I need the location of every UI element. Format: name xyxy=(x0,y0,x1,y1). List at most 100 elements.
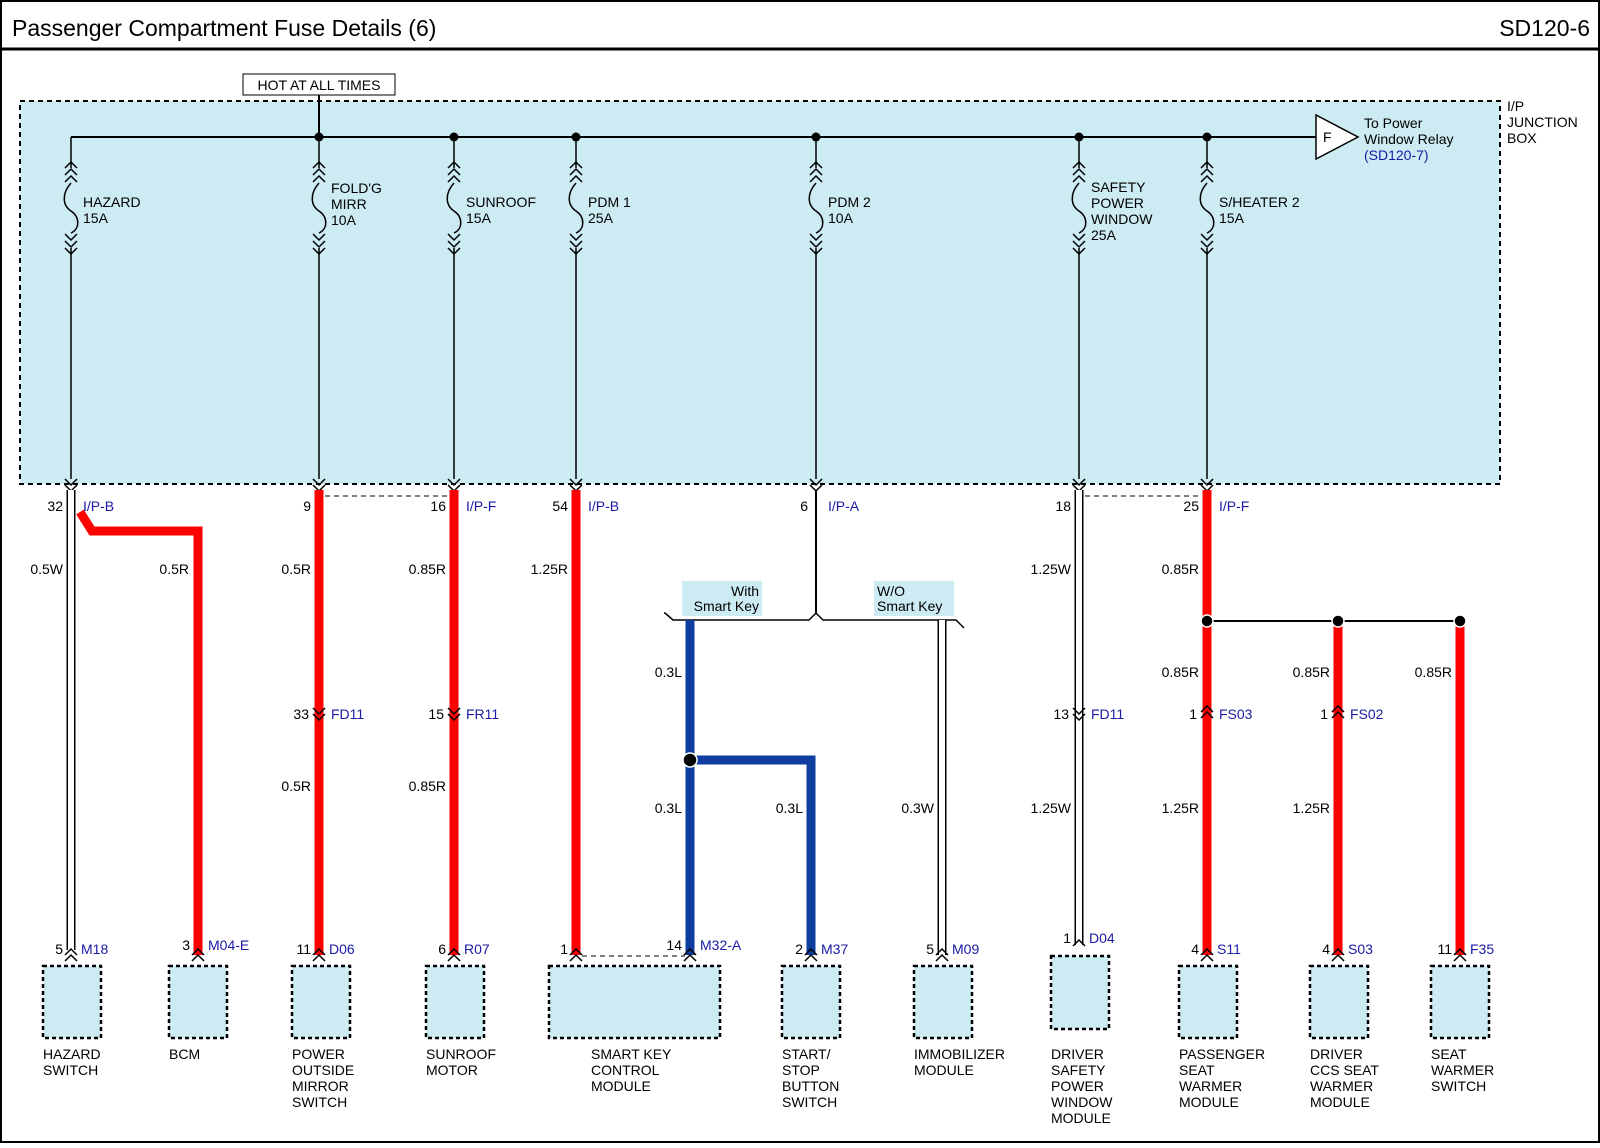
connector-chevron-icon xyxy=(569,478,583,487)
component-name: MIRROR xyxy=(292,1078,349,1094)
connector-id: M37 xyxy=(821,941,848,957)
component-box xyxy=(547,964,722,1040)
junction-box-label-1: I/P xyxy=(1507,98,1524,114)
component-name: MODULE xyxy=(1310,1094,1370,1110)
connector-chevron-icon xyxy=(809,240,823,249)
connector-id: M04-E xyxy=(208,937,249,953)
component-box xyxy=(424,964,486,1040)
pin-number: 3 xyxy=(182,937,190,953)
connector-id: I/P-F xyxy=(1219,498,1249,514)
connector-chevron-icon xyxy=(447,953,461,962)
connector-chevron-icon xyxy=(1200,233,1214,242)
fuse-label: 25A xyxy=(1091,227,1117,243)
splice-node xyxy=(1331,614,1345,628)
connector-chevron-icon xyxy=(1331,947,1345,956)
component-name: CCS SEAT xyxy=(1310,1062,1379,1078)
connector-chevron-icon xyxy=(1200,947,1214,956)
connector-chevron-icon xyxy=(64,167,78,176)
page-title: Passenger Compartment Fuse Details (6) xyxy=(12,15,436,41)
connector-chevron-icon xyxy=(1200,167,1214,176)
wire-label: 1.25W xyxy=(1031,561,1072,577)
connector-chevron-icon xyxy=(809,160,823,169)
component-name: WARMER xyxy=(1431,1062,1494,1078)
connector-chevron-icon xyxy=(191,953,205,962)
connector-chevron-icon xyxy=(1072,478,1086,487)
connector-chevron-icon xyxy=(312,240,326,249)
wire-label: 0.85R xyxy=(1293,664,1330,680)
pin-number: 1 xyxy=(1063,930,1071,946)
connector-id: S11 xyxy=(1217,941,1241,957)
connector-chevron-icon xyxy=(569,947,583,956)
connector-chevron-icon xyxy=(569,233,583,242)
wire-label: 0.3L xyxy=(655,800,682,816)
relay-letter: F xyxy=(1323,129,1332,145)
connector-chevron-icon xyxy=(1200,704,1214,713)
fuse-label: 15A xyxy=(466,210,492,226)
connector-chevron-icon xyxy=(64,174,78,183)
connector-chevron-icon xyxy=(1331,953,1345,962)
component-name: SWITCH xyxy=(782,1094,837,1110)
component-name: MODULE xyxy=(1179,1094,1239,1110)
splice-node xyxy=(1453,614,1467,628)
component-name: MODULE xyxy=(1051,1110,1111,1126)
connector-id: FD11 xyxy=(331,706,364,722)
fuse-label: WINDOW xyxy=(1091,211,1153,227)
pin-number: 54 xyxy=(552,498,568,514)
component-box xyxy=(41,964,103,1040)
component-name: WARMER xyxy=(1179,1078,1242,1094)
component-name: MODULE xyxy=(591,1078,651,1094)
fuse-label: POWER xyxy=(1091,195,1144,211)
fuse-label: S/HEATER 2 xyxy=(1219,194,1300,210)
component-name: MOTOR xyxy=(426,1062,478,1078)
pin-number: 11 xyxy=(296,941,311,957)
pin-number: 5 xyxy=(926,941,934,957)
splice-node xyxy=(682,752,698,768)
fuse-label: 25A xyxy=(588,210,614,226)
wire-label: 0.3L xyxy=(776,800,803,816)
fuse-label: 10A xyxy=(331,212,357,228)
connector-chevron-icon xyxy=(312,233,326,242)
component-name: IMMOBILIZER xyxy=(914,1046,1005,1062)
connector-chevron-icon xyxy=(683,953,697,962)
connector-chevron-icon xyxy=(312,707,326,716)
junction-box xyxy=(19,100,1501,485)
fuse-label: HAZARD xyxy=(83,194,141,210)
fuse-label: MIRR xyxy=(331,196,367,212)
wire-label: 0.85R xyxy=(409,778,446,794)
connector-chevron-icon xyxy=(935,953,949,962)
connector-chevron-icon xyxy=(1072,707,1086,716)
connector-chevron-icon xyxy=(1200,240,1214,249)
connector-id: I/P-B xyxy=(588,498,619,514)
connector-chevron-icon xyxy=(1453,953,1467,962)
pin-number: 1 xyxy=(1189,706,1197,722)
connector-chevron-icon xyxy=(64,233,78,242)
connector-chevron-icon xyxy=(447,707,461,716)
wire-label: 1.25R xyxy=(1293,800,1330,816)
connector-chevron-icon xyxy=(447,160,461,169)
wire-label-group: 0.5W 0.5R 0.5R 0.85R 1.25R 1.25W 0.85R 0… xyxy=(30,561,1452,816)
connector-id: M18 xyxy=(81,941,108,957)
connector-chevron-icon xyxy=(1331,704,1345,713)
wire-bcm xyxy=(76,509,203,955)
connector-id: R07 xyxy=(464,941,490,957)
connector-chevron-icon xyxy=(312,478,326,487)
fuse-icon xyxy=(311,182,327,234)
connector-chevron-icon xyxy=(447,167,461,176)
component-name: SWITCH xyxy=(43,1062,98,1078)
connector-chevron-icon xyxy=(191,947,205,956)
connector-chevron-icon xyxy=(1072,713,1086,722)
fuse-label: PDM 2 xyxy=(828,194,871,210)
wire-label: 0.5W xyxy=(30,561,63,577)
connector-id: M32-A xyxy=(700,937,742,953)
connector-chevron-icon xyxy=(1200,160,1214,169)
connector-id: D04 xyxy=(1089,930,1115,946)
connector-id: S03 xyxy=(1348,941,1373,957)
